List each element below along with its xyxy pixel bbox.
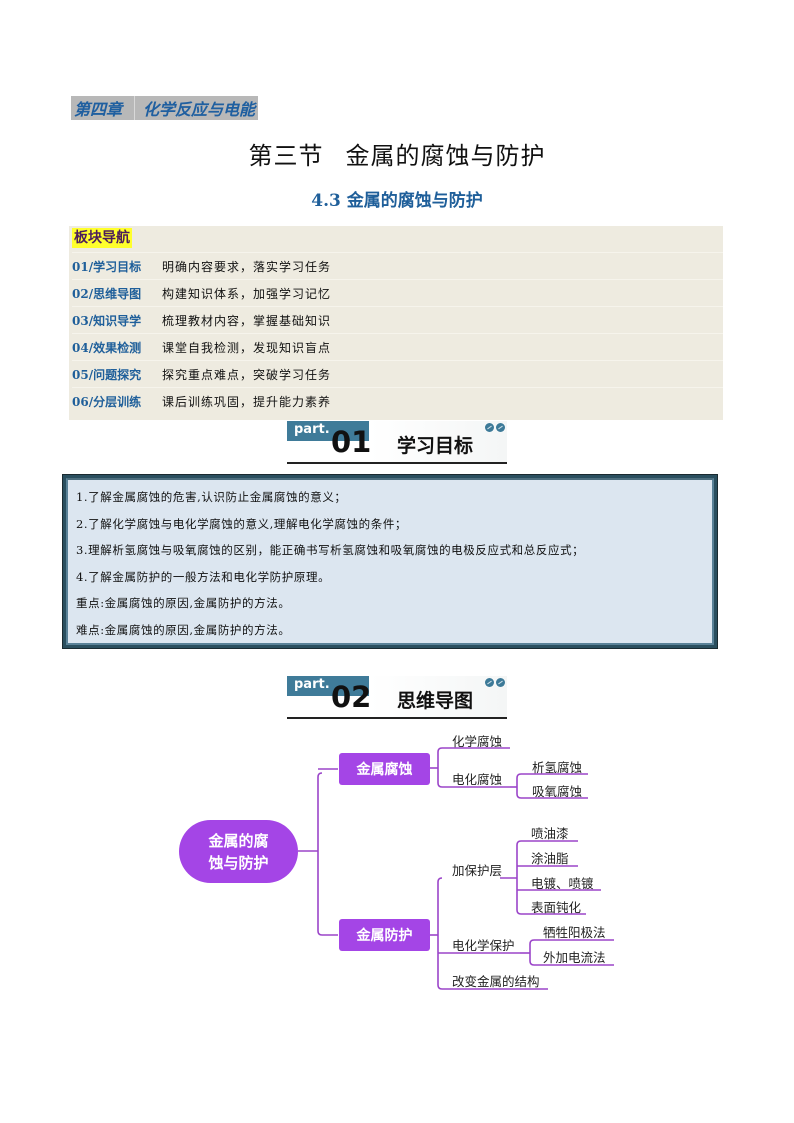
nav-item[interactable]: 03/知识导学 梳理教材内容，掌握基础知识 [72, 306, 723, 333]
drop-icon [496, 423, 505, 432]
nav-item[interactable]: 05/问题探究 探究重点难点，突破学习任务 [72, 360, 723, 387]
navigation-heading: 板块导航 [72, 228, 132, 248]
part-number: 02 [331, 680, 372, 714]
drop-icon [485, 678, 494, 687]
part-01-header: part. 01 学习目标 [287, 421, 507, 464]
chapter-title: 化学反应与电能 [143, 100, 256, 119]
nav-item[interactable]: 06/分层训练 课后训练巩固，提升能力素养 [72, 387, 723, 414]
section-number: 第三节 [248, 142, 324, 170]
objective-item: 4.了解金属防护的一般方法和电化学防护原理。 [76, 569, 331, 584]
nav-item-code: 03/知识导学 [72, 313, 142, 328]
nav-item-code: 05/问题探究 [72, 367, 142, 382]
nav-item-desc: 课后训练巩固，提升能力素养 [162, 394, 332, 409]
drops-decoration [485, 678, 505, 687]
mind-map-root[interactable]: 金属的腐 蚀与防护 [179, 820, 298, 883]
leaf-electrochemical-corrosion[interactable]: 电化腐蚀 [452, 772, 503, 787]
nav-item[interactable]: 01/学习目标 明确内容要求，落实学习任务 [72, 252, 723, 279]
nav-item-desc: 明确内容要求，落实学习任务 [162, 259, 332, 274]
module-navigation: 板块导航 01/学习目标 明确内容要求，落实学习任务 02/思维导图 构建知识体… [69, 226, 723, 420]
chapter-divider [134, 96, 136, 120]
nav-item-desc: 梳理教材内容，掌握基础知识 [162, 313, 332, 328]
objective-item: 3.理解析氢腐蚀与吸氧腐蚀的区别，能正确书写析氢腐蚀和吸氧腐蚀的电极反应式和总反… [76, 543, 585, 557]
leaf-surface-passivation[interactable]: 表面钝化 [531, 900, 582, 915]
leaf-change-structure[interactable]: 改变金属的结构 [452, 974, 540, 989]
nav-item-desc: 探究重点难点，突破学习任务 [162, 367, 332, 382]
leaf-hydrogen-evolution[interactable]: 析氢腐蚀 [532, 760, 583, 775]
part-label: part. [287, 676, 369, 696]
difficult-point: 难点:金属腐蚀的原因,金属防护的方法。 [76, 622, 291, 637]
chapter-number: 第四章 [74, 100, 123, 119]
nav-item[interactable]: 02/思维导图 构建知识体系，加强学习记忆 [72, 279, 723, 306]
section-title: 第三节金属的腐蚀与防护 [0, 136, 794, 171]
chapter-tag: 第四章 化学反应与电能 [71, 96, 259, 120]
leaf-oxygen-absorption[interactable]: 吸氧腐蚀 [532, 784, 583, 799]
nav-item-code: 04/效果检测 [72, 340, 142, 355]
learning-objectives-box: 1.了解金属腐蚀的危害,认识防止金属腐蚀的意义； 2.了解化学腐蚀与电化学腐蚀的… [62, 474, 718, 649]
drop-icon [485, 423, 494, 432]
part-label: part. [287, 421, 369, 441]
leaf-chemical-corrosion[interactable]: 化学腐蚀 [452, 734, 503, 749]
leaf-apply-grease[interactable]: 涂油脂 [531, 851, 569, 866]
nav-item-desc: 课堂自我检测，发现知识盲点 [162, 340, 332, 355]
branch-metal-protection[interactable]: 金属防护 [339, 919, 430, 951]
nav-item-code: 06/分层训练 [72, 394, 142, 409]
nav-item-desc: 构建知识体系，加强学习记忆 [162, 286, 332, 301]
drops-decoration [485, 423, 505, 432]
drop-icon [496, 678, 505, 687]
key-point: 重点:金属腐蚀的原因,金属防护的方法。 [76, 596, 291, 610]
page-subtitle: 4.3 金属的腐蚀与防护 [311, 191, 483, 211]
part-title: 思维导图 [397, 690, 474, 712]
leaf-sacrificial-anode[interactable]: 牺牲阳极法 [543, 925, 606, 940]
leaf-electrochemical-protection[interactable]: 电化学保护 [452, 938, 515, 953]
part-number: 01 [331, 425, 372, 459]
nav-item-code: 01/学习目标 [72, 259, 142, 274]
leaf-protective-layer[interactable]: 加保护层 [452, 863, 503, 878]
leaf-spray-paint[interactable]: 喷油漆 [531, 826, 569, 841]
header-underline [287, 717, 507, 719]
nav-item-code: 02/思维导图 [72, 286, 142, 301]
branch-metal-corrosion[interactable]: 金属腐蚀 [339, 753, 430, 785]
nav-item[interactable]: 04/效果检测 课堂自我检测，发现知识盲点 [72, 333, 723, 360]
objective-item: 1.了解金属腐蚀的危害,认识防止金属腐蚀的意义； [76, 490, 347, 504]
header-underline [287, 462, 507, 464]
part-title: 学习目标 [397, 435, 474, 457]
leaf-impressed-current[interactable]: 外加电流法 [543, 950, 606, 965]
section-name: 金属的腐蚀与防护 [345, 142, 546, 170]
leaf-electroplating[interactable]: 电镀、喷镀 [531, 876, 594, 891]
objective-item: 2.了解化学腐蚀与电化学腐蚀的意义,理解电化学腐蚀的条件； [76, 516, 408, 531]
part-02-header: part. 02 思维导图 [287, 676, 507, 719]
